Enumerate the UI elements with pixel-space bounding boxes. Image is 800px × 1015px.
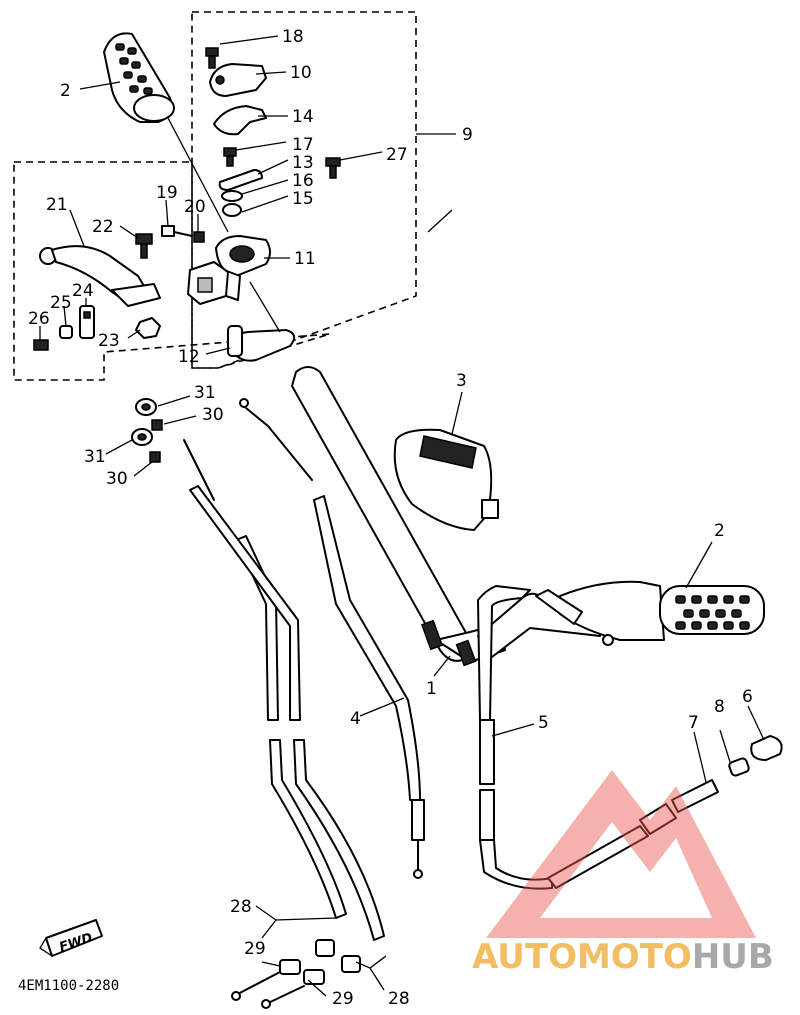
- label-22: 22: [92, 217, 114, 237]
- bracket: [187, 261, 229, 305]
- label-31-bottom: 31: [84, 447, 106, 467]
- label-31-top: 31: [194, 383, 216, 403]
- label-14: 14: [292, 107, 314, 127]
- label-4: 4: [350, 709, 361, 729]
- throttle-cable-4: [239, 398, 425, 879]
- label-30-bottom: 30: [106, 469, 128, 489]
- label-24: 24: [72, 281, 94, 301]
- label-6: 6: [742, 687, 753, 707]
- label-27: 27: [386, 145, 408, 165]
- switch-housing-3: [393, 428, 499, 531]
- label-28-top: 28: [230, 897, 252, 917]
- right-grip: [535, 580, 765, 646]
- label-13: 13: [292, 153, 314, 173]
- fwd-badge: FWD: [39, 919, 103, 957]
- watermark: AUTOMOTOHUB: [472, 770, 774, 977]
- watermark-logo: [486, 770, 756, 938]
- watermark-text: AUTOMOTOHUB: [472, 937, 774, 977]
- cable-washers: [131, 398, 163, 463]
- throttle-cover-10: [209, 63, 267, 97]
- brake-lever-assembly-box: [13, 161, 331, 381]
- label-8: 8: [714, 697, 725, 717]
- brake-cable-5: [477, 585, 677, 890]
- label-18: 18: [282, 27, 304, 47]
- spring-15: [222, 203, 242, 217]
- gasket-14: [213, 105, 267, 136]
- label-9: 9: [462, 125, 473, 145]
- label-1: 1: [426, 679, 437, 699]
- leader-lines: [39, 35, 765, 997]
- cables-28: [183, 439, 385, 1009]
- switch-24: [79, 305, 95, 339]
- washer-16: [221, 190, 243, 202]
- label-20: 20: [184, 197, 206, 217]
- left-grip: [103, 32, 229, 233]
- screw-26: [33, 339, 49, 351]
- nut-20: [193, 231, 205, 243]
- label-30-top: 30: [202, 405, 224, 425]
- drawing-code: 4EM1100-2280: [18, 978, 119, 994]
- throttle-housing-11: [215, 235, 271, 301]
- label-7: 7: [688, 713, 699, 733]
- label-29-bottom: 29: [332, 989, 354, 1009]
- label-17: 17: [292, 135, 314, 155]
- label-26: 26: [28, 309, 50, 329]
- bolt-22: [135, 233, 153, 259]
- brake-lever-21: [39, 245, 161, 307]
- label-15: 15: [292, 189, 314, 209]
- label-10: 10: [290, 63, 312, 83]
- screw-27: [325, 157, 341, 179]
- screw-19: [161, 225, 193, 237]
- plate-13: [218, 169, 263, 191]
- label-3: 3: [456, 371, 467, 391]
- label-2-right: 2: [714, 521, 725, 541]
- label-12: 12: [178, 347, 200, 367]
- label-5: 5: [538, 713, 549, 733]
- screw-17: [223, 147, 237, 167]
- label-23: 23: [98, 331, 120, 351]
- label-2-left: 2: [60, 81, 71, 101]
- label-25: 25: [50, 293, 72, 313]
- adjuster-parts: [671, 735, 783, 813]
- nut-23: [135, 317, 161, 339]
- throttle-lever-12: [227, 281, 296, 362]
- label-19: 19: [156, 183, 178, 203]
- label-11: 11: [294, 249, 316, 269]
- label-21: 21: [46, 195, 68, 215]
- label-29-top: 29: [244, 939, 266, 959]
- collar-25: [59, 325, 73, 339]
- label-16: 16: [292, 171, 314, 191]
- screw-18: [205, 47, 219, 69]
- label-28-bottom: 28: [388, 989, 410, 1009]
